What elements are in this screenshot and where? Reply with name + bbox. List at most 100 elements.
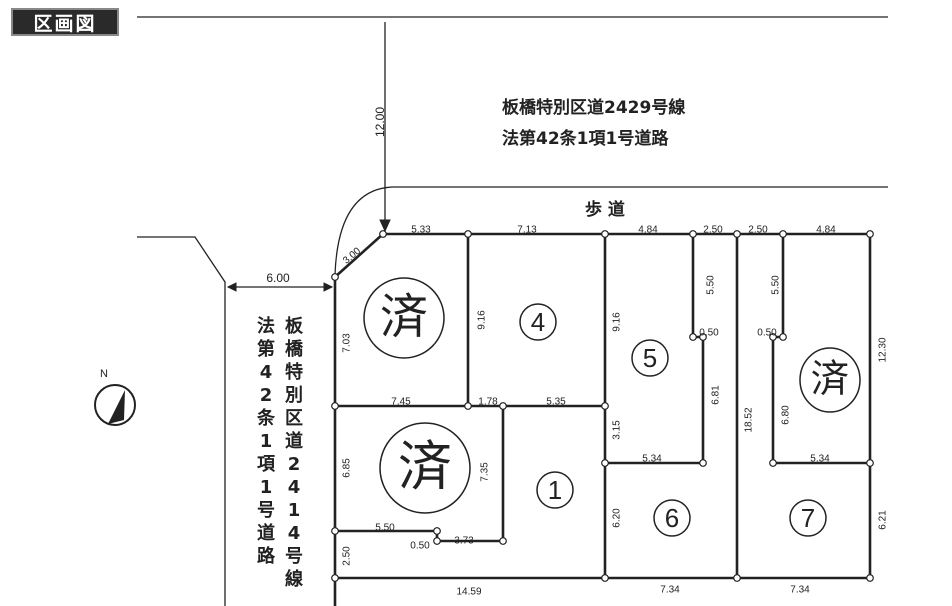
boundary-marker — [464, 230, 472, 238]
left-road-char: 項 — [257, 454, 276, 475]
compass: N — [94, 368, 136, 426]
dimension-label: 2.50 — [703, 225, 723, 236]
dimension-label: 0.50 — [757, 328, 777, 339]
lot-label: 7 — [801, 503, 815, 533]
dimension-label: 7.45 — [391, 397, 411, 408]
left-road-char: 1 — [260, 431, 273, 452]
dimension-label: 12.30 — [878, 337, 889, 362]
boundary-marker — [779, 230, 787, 238]
dimension-label: 6.80 — [781, 405, 792, 425]
boundary-marker — [331, 402, 339, 410]
lot-label: 済 — [811, 357, 849, 402]
dimension-label: 1.78 — [478, 397, 498, 408]
boundary-marker — [601, 402, 609, 410]
left-road-char: 4 — [288, 523, 301, 544]
lot-6[interactable]: 6 — [653, 499, 691, 537]
lot-sold[interactable]: 済 — [799, 347, 861, 413]
left-road-char: 特 — [285, 361, 303, 383]
dimension-label: 5.50 — [706, 275, 717, 295]
boundary-marker — [689, 333, 697, 341]
boundary-marker — [331, 527, 339, 535]
boundary-marker — [499, 402, 507, 410]
dimension-label: 4.84 — [638, 225, 658, 236]
dimension-label: 18.52 — [744, 407, 755, 432]
boundary-marker — [433, 537, 441, 545]
left-road-width: 6.00 — [266, 271, 290, 285]
sidewalk-label: 歩 道 — [585, 199, 625, 220]
boundary-marker — [601, 574, 609, 582]
dimension-label: 7.03 — [342, 333, 353, 353]
left-road-char: 線 — [285, 568, 303, 590]
boundary-marker — [699, 333, 707, 341]
left-road-char: 2 — [288, 454, 301, 475]
arrow-head-icon — [226, 282, 237, 292]
dimension-label: 2.50 — [342, 546, 353, 566]
dimension-label: 6.81 — [711, 385, 722, 405]
boundary-marker — [779, 333, 787, 341]
lot-boundary — [335, 529, 503, 543]
boundary-marker — [769, 459, 777, 467]
dimension-label: 14.59 — [456, 587, 481, 598]
dimension-label: 5.50 — [375, 523, 395, 534]
dimension-label: 2.50 — [748, 225, 768, 236]
lot-label: 1 — [548, 475, 562, 505]
north-arrow-icon — [108, 390, 125, 424]
boundary-marker — [331, 273, 339, 281]
dimension-label: 5.34 — [642, 454, 662, 465]
boundary-marker — [866, 230, 874, 238]
left-road-text: 法第42条1項1号道路 — [256, 315, 276, 567]
boundary-marker — [733, 230, 741, 238]
top-road-class: 法第42条1項1号道路 — [502, 128, 669, 149]
dimension-label: 7.34 — [790, 585, 810, 596]
left-road-char: 別 — [285, 385, 303, 406]
lot-sold[interactable]: 済 — [363, 277, 445, 359]
top-road-name: 板橋特別区道2429号線 — [502, 97, 685, 118]
dimension-label: 3.00 — [341, 245, 363, 266]
boundary-marker — [499, 537, 507, 545]
compass-north-label: N — [100, 368, 108, 380]
boundary-marker — [733, 574, 741, 582]
arrow-head-icon — [379, 219, 391, 233]
lot-label: 済 — [398, 435, 452, 498]
boundary-marker — [379, 230, 387, 238]
page-title: 区画図 — [11, 8, 119, 36]
dimension-label: 5.50 — [771, 275, 782, 295]
dimension-label: 4.84 — [816, 225, 836, 236]
lot-1[interactable]: 1 — [536, 471, 574, 509]
dimension-label: 3.15 — [612, 420, 623, 440]
boundary-marker — [433, 527, 441, 535]
dimension-label: 7.35 — [480, 462, 491, 482]
lot-4[interactable]: 4 — [519, 303, 557, 341]
left-road-char: 第 — [257, 338, 275, 360]
top-road-width: 12.00 — [373, 107, 387, 137]
lot-sold[interactable]: 済 — [379, 422, 471, 514]
left-road-char: 道 — [257, 522, 275, 544]
boundary-marker — [769, 333, 777, 341]
arrow-head-icon — [323, 282, 334, 292]
boundary-marker — [699, 459, 707, 467]
lot-label: 4 — [531, 307, 545, 337]
lot-7[interactable]: 7 — [789, 499, 827, 537]
dimension-label: 7.13 — [517, 225, 537, 236]
road-line — [137, 236, 226, 606]
left-road-char: 板 — [285, 315, 304, 337]
road-line — [334, 186, 888, 276]
left-road-char: 号 — [285, 546, 303, 567]
left-road-char: 1 — [260, 477, 273, 498]
dimension-label: 0.50 — [410, 541, 430, 552]
left-road-char: 区 — [285, 408, 303, 429]
dimension-label: 6.20 — [612, 508, 623, 528]
left-road-char: 1 — [288, 500, 301, 521]
lot-label: 済 — [380, 289, 428, 345]
dimension-label: 7.34 — [660, 585, 680, 596]
left-road-char: 道 — [285, 430, 303, 452]
left-road-char: 橋 — [285, 338, 304, 360]
lot-5[interactable]: 5 — [631, 339, 669, 377]
dimension-label: 9.16 — [477, 310, 488, 330]
dimension-label: 5.33 — [411, 225, 431, 236]
boundary-marker — [866, 459, 874, 467]
dimension-label: 9.16 — [612, 312, 623, 332]
left-road-char: 4 — [288, 477, 301, 498]
boundary-marker — [689, 230, 697, 238]
